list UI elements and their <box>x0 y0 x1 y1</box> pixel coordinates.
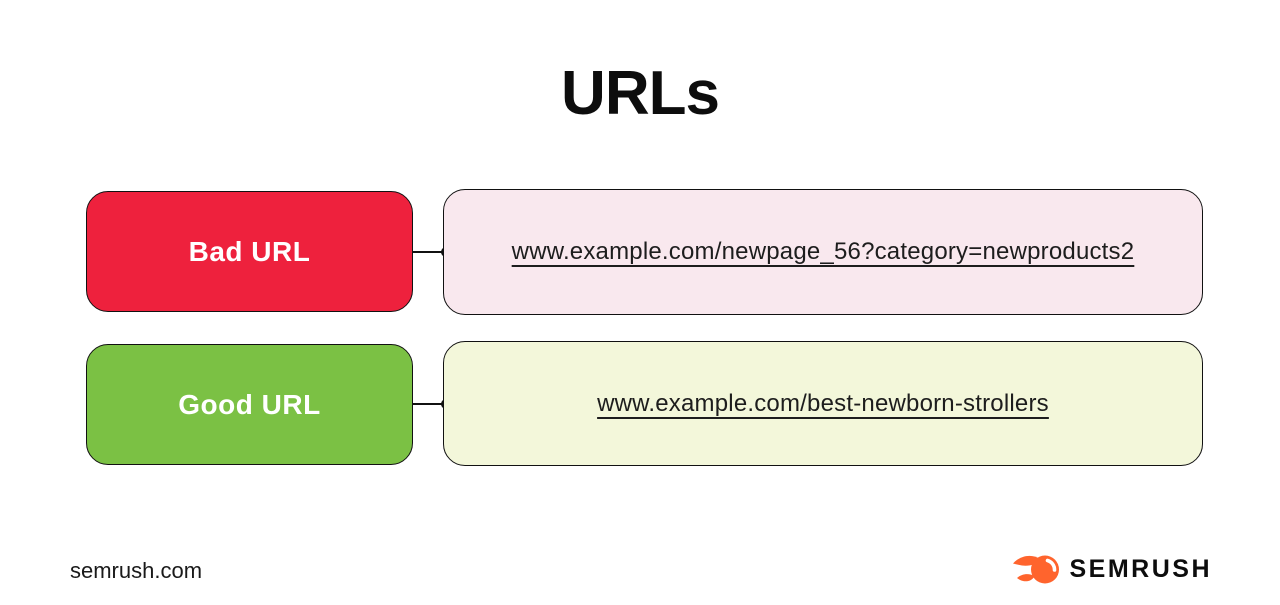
bad-url-link[interactable]: www.example.com/newpage_56?category=newp… <box>511 238 1135 265</box>
page-title: URLs <box>561 59 720 128</box>
bad-url-box: www.example.com/newpage_56?category=newp… <box>443 189 1203 315</box>
semrush-flame-icon <box>1013 555 1060 584</box>
good-url-link[interactable]: www.example.com/best-newborn-strollers <box>597 389 1049 417</box>
bad-url-label-box: Bad URL <box>86 191 413 312</box>
bad-connector-line <box>412 251 447 253</box>
bad-url-label: Bad URL <box>188 235 311 267</box>
semrush-logo-text: SEMRUSH <box>1069 555 1212 583</box>
good-url-label: Good URL <box>178 388 321 420</box>
good-url-box: www.example.com/best-newborn-strollers <box>443 341 1203 466</box>
good-connector-line <box>412 403 447 405</box>
semrush-logo: SEMRUSH <box>1012 551 1212 588</box>
site-credit: semrush.com <box>70 558 203 583</box>
good-url-label-box: Good URL <box>86 344 413 465</box>
